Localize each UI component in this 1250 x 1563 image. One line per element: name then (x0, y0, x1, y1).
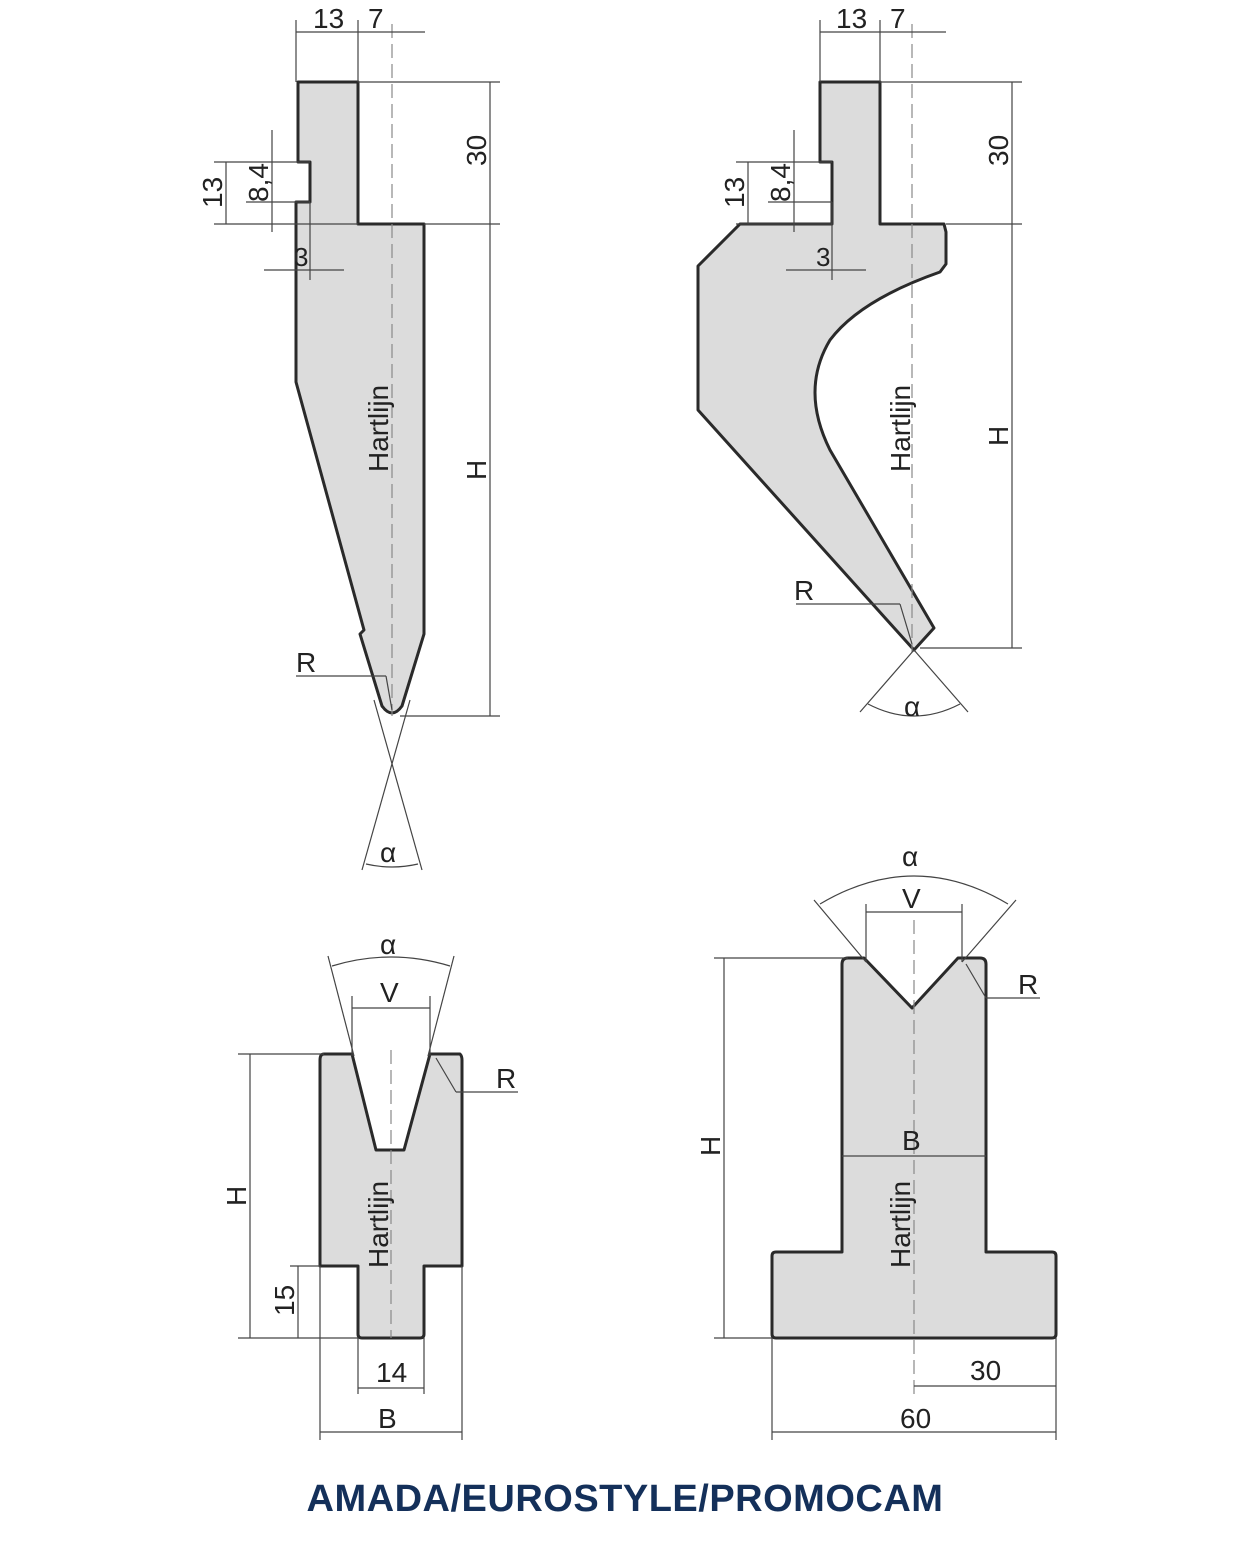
large-die-dim-h: H (695, 1136, 726, 1156)
small-die-angle-label: α (380, 929, 396, 960)
large-die-dim-b: B (902, 1125, 921, 1156)
gooseneck-punch-body (696, 80, 948, 652)
straight-radius-label: R (296, 647, 316, 678)
gooseneck-angle-label: α (904, 691, 920, 722)
large-die: α V R H B Hartlijn 30 60 (695, 841, 1058, 1440)
gooseneck-dim-7: 7 (890, 3, 906, 34)
gooseneck-dim-13: 13 (836, 3, 867, 34)
small-die-centerline-label: Hartlijn (363, 1181, 394, 1268)
small-die-v-label: V (380, 977, 399, 1008)
small-die-dim-14: 14 (376, 1357, 407, 1388)
gooseneck-dim-slot-8-4: 8,4 (765, 163, 796, 202)
straight-dim-3: 3 (294, 242, 308, 272)
gooseneck-centerline-label: Hartlijn (885, 385, 916, 472)
large-die-centerline-label: Hartlijn (885, 1181, 916, 1268)
gooseneck-dim-30: 30 (983, 135, 1014, 166)
technical-drawing: 13 7 30 H 13 8,4 3 Hartlijn R α (197, 3, 1058, 1440)
straight-dim-slot-8-4: 8,4 (243, 163, 274, 202)
large-die-radius-label: R (1018, 969, 1038, 1000)
straight-angle-label: α (380, 837, 396, 868)
straight-dim-13: 13 (313, 3, 344, 34)
large-die-angle-label: α (902, 841, 918, 872)
straight-dim-30: 30 (461, 135, 492, 166)
gooseneck-dim-3: 3 (816, 242, 830, 272)
gooseneck-dim-h: H (983, 426, 1014, 446)
small-die-dim-b: B (378, 1403, 397, 1434)
gooseneck-dim-slot-13: 13 (719, 177, 750, 208)
straight-dim-h: H (461, 460, 492, 480)
small-die-dim-15: 15 (269, 1285, 300, 1316)
straight-punch-body (294, 80, 426, 715)
small-die-dim-h: H (221, 1186, 252, 1206)
small-die-radius-label: R (496, 1063, 516, 1094)
large-die-dim-30: 30 (970, 1355, 1001, 1386)
straight-dim-7: 7 (368, 3, 384, 34)
brand-caption: AMADA/EUROSTYLE/PROMOCAM (306, 1478, 944, 1520)
large-die-v-label: V (902, 883, 921, 914)
gooseneck-punch: 13 7 30 H 13 8,4 3 Hartlijn R α (696, 3, 1022, 722)
straight-dim-slot-13: 13 (197, 177, 228, 208)
large-die-dim-60: 60 (900, 1403, 931, 1434)
gooseneck-radius-label: R (794, 575, 814, 606)
straight-centerline-label: Hartlijn (363, 385, 394, 472)
straight-punch: 13 7 30 H 13 8,4 3 Hartlijn R α (197, 3, 500, 871)
small-die: α V R H 15 Hartlijn 14 B (221, 929, 518, 1440)
